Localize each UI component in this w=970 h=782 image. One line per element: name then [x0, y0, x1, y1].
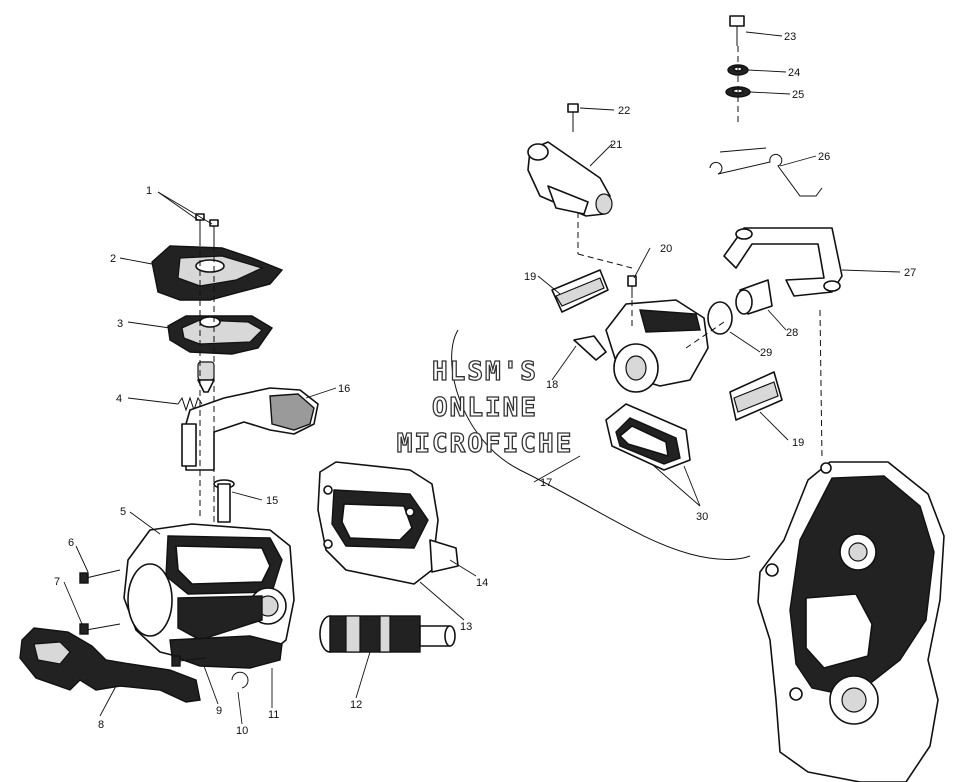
part-16-throttle-lever	[181, 387, 319, 471]
callout-19-upper: 19	[524, 271, 536, 283]
callout-3: 3	[117, 318, 123, 330]
part-22-bolt	[567, 103, 579, 132]
part-2-cover	[151, 245, 284, 301]
part-21-fitting	[527, 141, 613, 217]
callout-labels: 1 2 3 4 5 6 7 8 9 10 11 12 13 14 15 16 1…	[54, 31, 916, 737]
callout-27: 27	[904, 267, 916, 279]
callout-5: 5	[120, 506, 126, 518]
part-1-screws	[195, 213, 219, 246]
leader-lines	[63, 31, 901, 725]
callout-10: 10	[236, 725, 248, 737]
callout-8: 8	[98, 719, 104, 731]
callout-9: 9	[216, 705, 222, 717]
part-26-spring-wire	[709, 147, 823, 197]
part-19-pad-spring-lower	[729, 371, 783, 421]
callout-11: 11	[268, 709, 279, 721]
part-plunger	[197, 361, 215, 393]
part-15-pin	[213, 479, 235, 523]
part-3-gasket	[167, 315, 274, 355]
callout-29: 29	[760, 347, 772, 359]
callout-17: 17	[540, 477, 552, 489]
callout-24: 24	[788, 67, 800, 79]
part-11-lower-body	[169, 635, 283, 669]
callout-14: 14	[476, 577, 488, 589]
callout-13: 13	[460, 621, 472, 633]
watermark-line-3: MICROFICHE	[397, 429, 574, 459]
part-19-pad-spring-upper	[551, 269, 609, 313]
alignment-line	[577, 253, 633, 269]
part-5-housing	[123, 523, 295, 663]
part-20-screw	[627, 275, 637, 298]
part-27-bracket	[723, 227, 843, 297]
callout-22: 22	[618, 105, 630, 117]
callout-16: 16	[338, 383, 350, 395]
part-29-seal	[707, 301, 733, 335]
part-10-clip	[231, 671, 249, 689]
callout-12: 12	[350, 699, 362, 711]
part-18-caliper	[573, 299, 709, 393]
watermark-line-2: ONLINE	[432, 393, 538, 423]
callout-7: 7	[54, 576, 60, 588]
part-30-brake-pads	[605, 403, 691, 471]
part-14-tab	[429, 539, 459, 573]
part-7-screw	[79, 623, 121, 635]
callout-6: 6	[68, 537, 74, 549]
callout-15: 15	[266, 495, 278, 507]
part-23-bolt	[729, 15, 745, 46]
part-4-spring	[177, 396, 203, 412]
callout-25: 25	[792, 89, 804, 101]
chaincase-housing	[757, 461, 945, 782]
callout-4: 4	[116, 393, 122, 405]
callout-26: 26	[818, 151, 830, 163]
part-13-cover	[317, 461, 439, 585]
part-17-cable	[451, 329, 751, 560]
part-8-brake-lever	[19, 627, 201, 703]
callout-28: 28	[786, 327, 798, 339]
callout-23: 23	[784, 31, 796, 43]
callout-1: 1	[146, 185, 152, 197]
callout-20: 20	[660, 243, 672, 255]
callout-18: 18	[546, 379, 558, 391]
callout-19-lower: 19	[792, 437, 804, 449]
part-9-screw	[171, 655, 207, 667]
alignment-line	[819, 309, 823, 461]
part-28-piston	[735, 279, 773, 315]
watermark: HLSM'S ONLINE MICROFICHE	[396, 356, 574, 459]
callout-21: 21	[610, 139, 622, 151]
callout-2: 2	[110, 253, 116, 265]
callout-30: 30	[696, 511, 708, 523]
part-12-shaft	[319, 615, 456, 653]
alignment-line	[685, 321, 725, 349]
part-6-screw	[79, 569, 121, 584]
watermark-line-1: HLSM'S	[432, 357, 538, 387]
